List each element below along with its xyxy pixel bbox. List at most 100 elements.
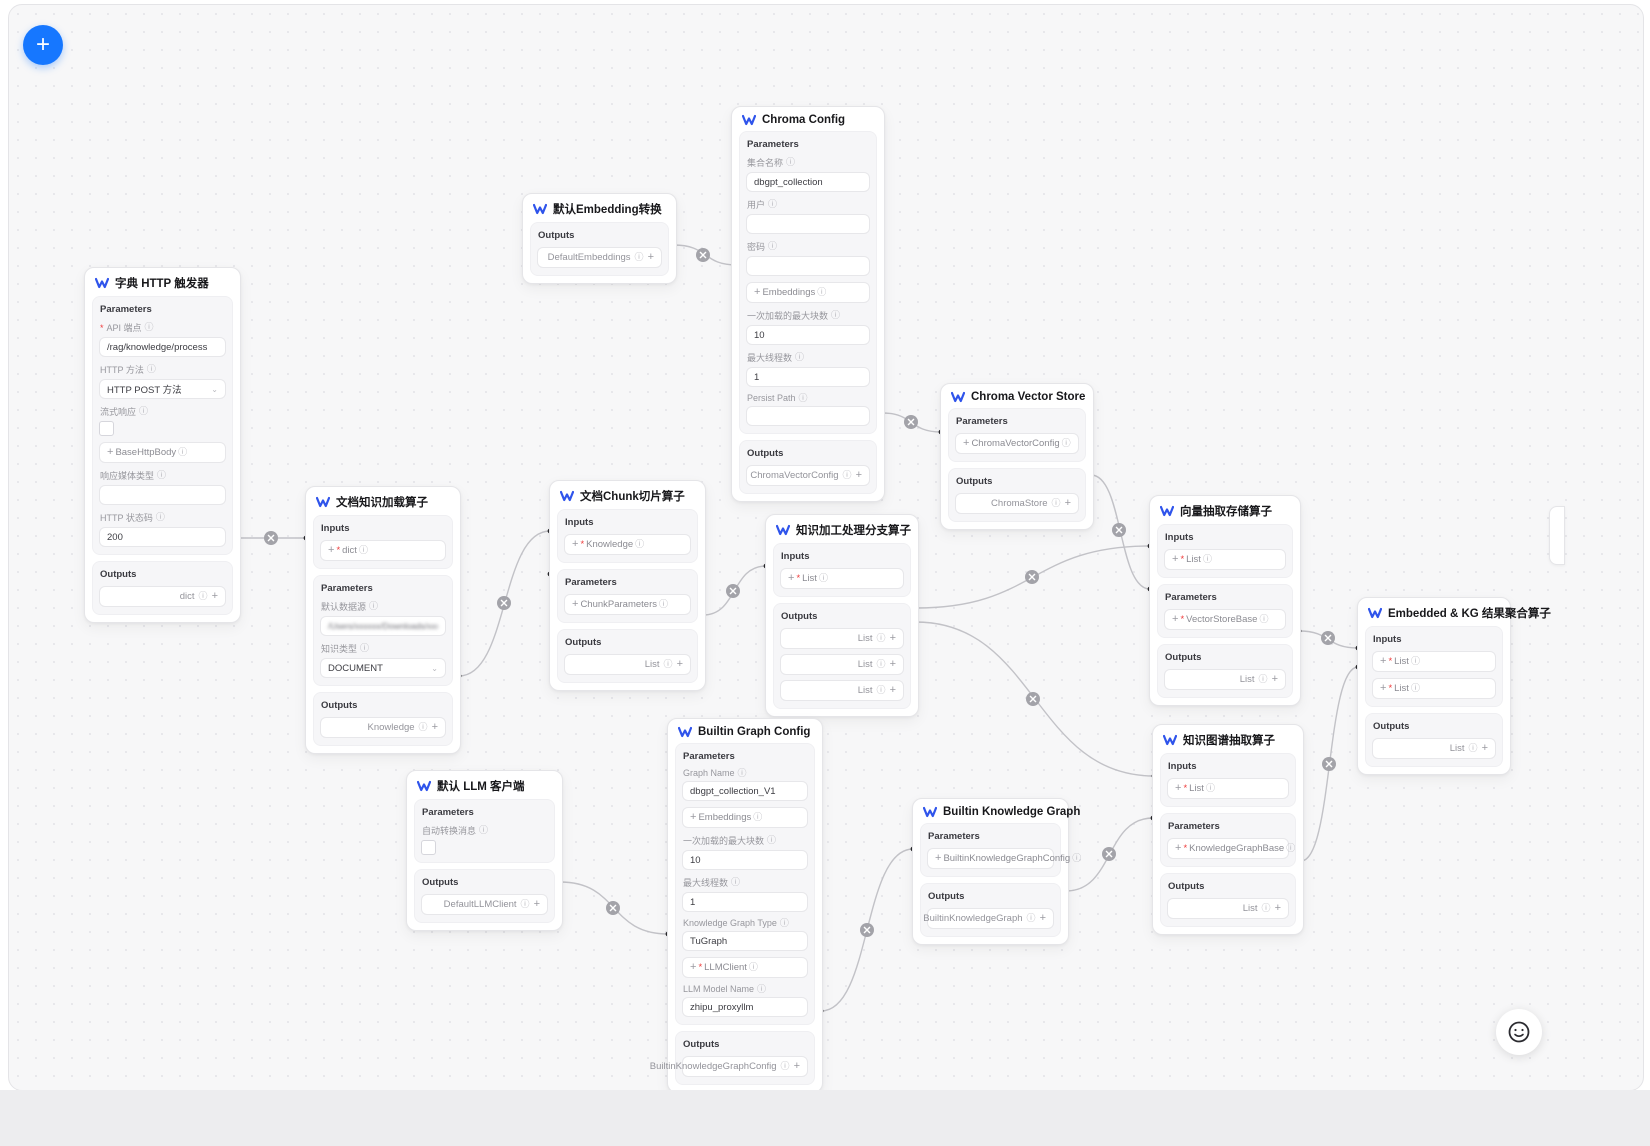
- edge-delete-button[interactable]: [1112, 523, 1126, 537]
- info-icon[interactable]: ⓘ: [1410, 683, 1420, 693]
- edge-delete-button[interactable]: [904, 415, 918, 429]
- info-icon[interactable]: ⓘ: [1061, 438, 1071, 448]
- info-icon[interactable]: ⓘ: [659, 599, 669, 609]
- info-icon[interactable]: ⓘ: [1286, 843, 1296, 853]
- info-icon[interactable]: ⓘ: [731, 877, 741, 887]
- info-icon[interactable]: ⓘ: [369, 601, 379, 611]
- plus-icon[interactable]: +: [889, 658, 896, 670]
- info-icon[interactable]: ⓘ: [1072, 853, 1082, 863]
- text-input[interactable]: [746, 214, 870, 234]
- text-input[interactable]: 10: [682, 850, 808, 870]
- info-icon[interactable]: ⓘ: [155, 512, 165, 522]
- plus-icon[interactable]: +: [533, 898, 540, 910]
- edge-delete-button[interactable]: [1102, 847, 1116, 861]
- plus-icon[interactable]: +: [889, 684, 896, 696]
- info-icon[interactable]: ⓘ: [817, 287, 827, 297]
- text-input[interactable]: zhipu_proxyllm: [682, 997, 808, 1017]
- info-icon[interactable]: ⓘ: [418, 722, 428, 732]
- info-icon[interactable]: ⓘ: [146, 364, 156, 374]
- text-input[interactable]: TuGraph: [682, 931, 808, 951]
- info-icon[interactable]: ⓘ: [876, 633, 886, 643]
- info-icon[interactable]: ⓘ: [1261, 903, 1271, 913]
- info-icon[interactable]: ⓘ: [663, 659, 673, 669]
- plus-icon[interactable]: +: [431, 721, 438, 733]
- info-icon[interactable]: ⓘ: [198, 591, 208, 601]
- partial-node[interactable]: [1549, 506, 1565, 565]
- text-input[interactable]: [99, 485, 226, 505]
- plus-icon[interactable]: +: [889, 632, 896, 644]
- info-icon[interactable]: ⓘ: [1258, 674, 1268, 684]
- text-input[interactable]: [746, 256, 870, 276]
- edge-delete-button[interactable]: [1025, 570, 1039, 584]
- plus-icon[interactable]: +: [676, 658, 683, 670]
- info-icon[interactable]: ⓘ: [1410, 656, 1420, 666]
- info-icon[interactable]: ⓘ: [757, 983, 767, 994]
- info-icon[interactable]: ⓘ: [795, 352, 805, 362]
- text-input[interactable]: dbgpt_collection: [746, 172, 870, 192]
- info-icon[interactable]: ⓘ: [1205, 783, 1215, 793]
- edge-delete-button[interactable]: [264, 531, 278, 545]
- info-icon[interactable]: ⓘ: [1026, 913, 1036, 923]
- text-input[interactable]: [746, 406, 870, 426]
- edge-delete-button[interactable]: [606, 901, 620, 915]
- text-input[interactable]: 200: [99, 527, 226, 547]
- plus-icon[interactable]: +: [793, 1060, 800, 1072]
- info-icon[interactable]: ⓘ: [779, 917, 789, 928]
- edge-delete-button[interactable]: [497, 596, 511, 610]
- info-icon[interactable]: ⓘ: [748, 962, 758, 972]
- plus-icon[interactable]: +: [1271, 673, 1278, 685]
- info-icon[interactable]: ⓘ: [818, 573, 828, 583]
- info-icon[interactable]: ⓘ: [842, 470, 852, 480]
- text-input[interactable]: 1: [682, 892, 808, 912]
- info-icon[interactable]: ⓘ: [635, 539, 645, 549]
- info-icon[interactable]: ⓘ: [360, 643, 370, 653]
- edge-delete-button[interactable]: [696, 248, 710, 262]
- info-icon[interactable]: ⓘ: [634, 252, 644, 262]
- info-icon[interactable]: ⓘ: [876, 659, 886, 669]
- info-icon[interactable]: ⓘ: [737, 767, 747, 778]
- info-icon[interactable]: ⓘ: [876, 685, 886, 695]
- plus-icon[interactable]: +: [647, 251, 654, 263]
- add-node-button[interactable]: +: [23, 25, 63, 65]
- plus-icon[interactable]: +: [1064, 497, 1071, 509]
- select-input[interactable]: DOCUMENT⌄: [320, 658, 446, 678]
- info-icon[interactable]: ⓘ: [753, 812, 763, 822]
- info-icon[interactable]: ⓘ: [798, 392, 808, 403]
- info-icon[interactable]: ⓘ: [1202, 554, 1212, 564]
- info-icon[interactable]: ⓘ: [358, 545, 368, 555]
- text-input[interactable]: /Users/xxxxxx/Downloads/xxxxxxxxxxxx: [320, 616, 446, 636]
- select-input[interactable]: HTTP POST 方法⌄: [99, 379, 226, 399]
- checkbox[interactable]: [99, 421, 114, 436]
- info-icon[interactable]: ⓘ: [178, 447, 188, 457]
- text-input[interactable]: /rag/knowledge/process: [99, 337, 226, 357]
